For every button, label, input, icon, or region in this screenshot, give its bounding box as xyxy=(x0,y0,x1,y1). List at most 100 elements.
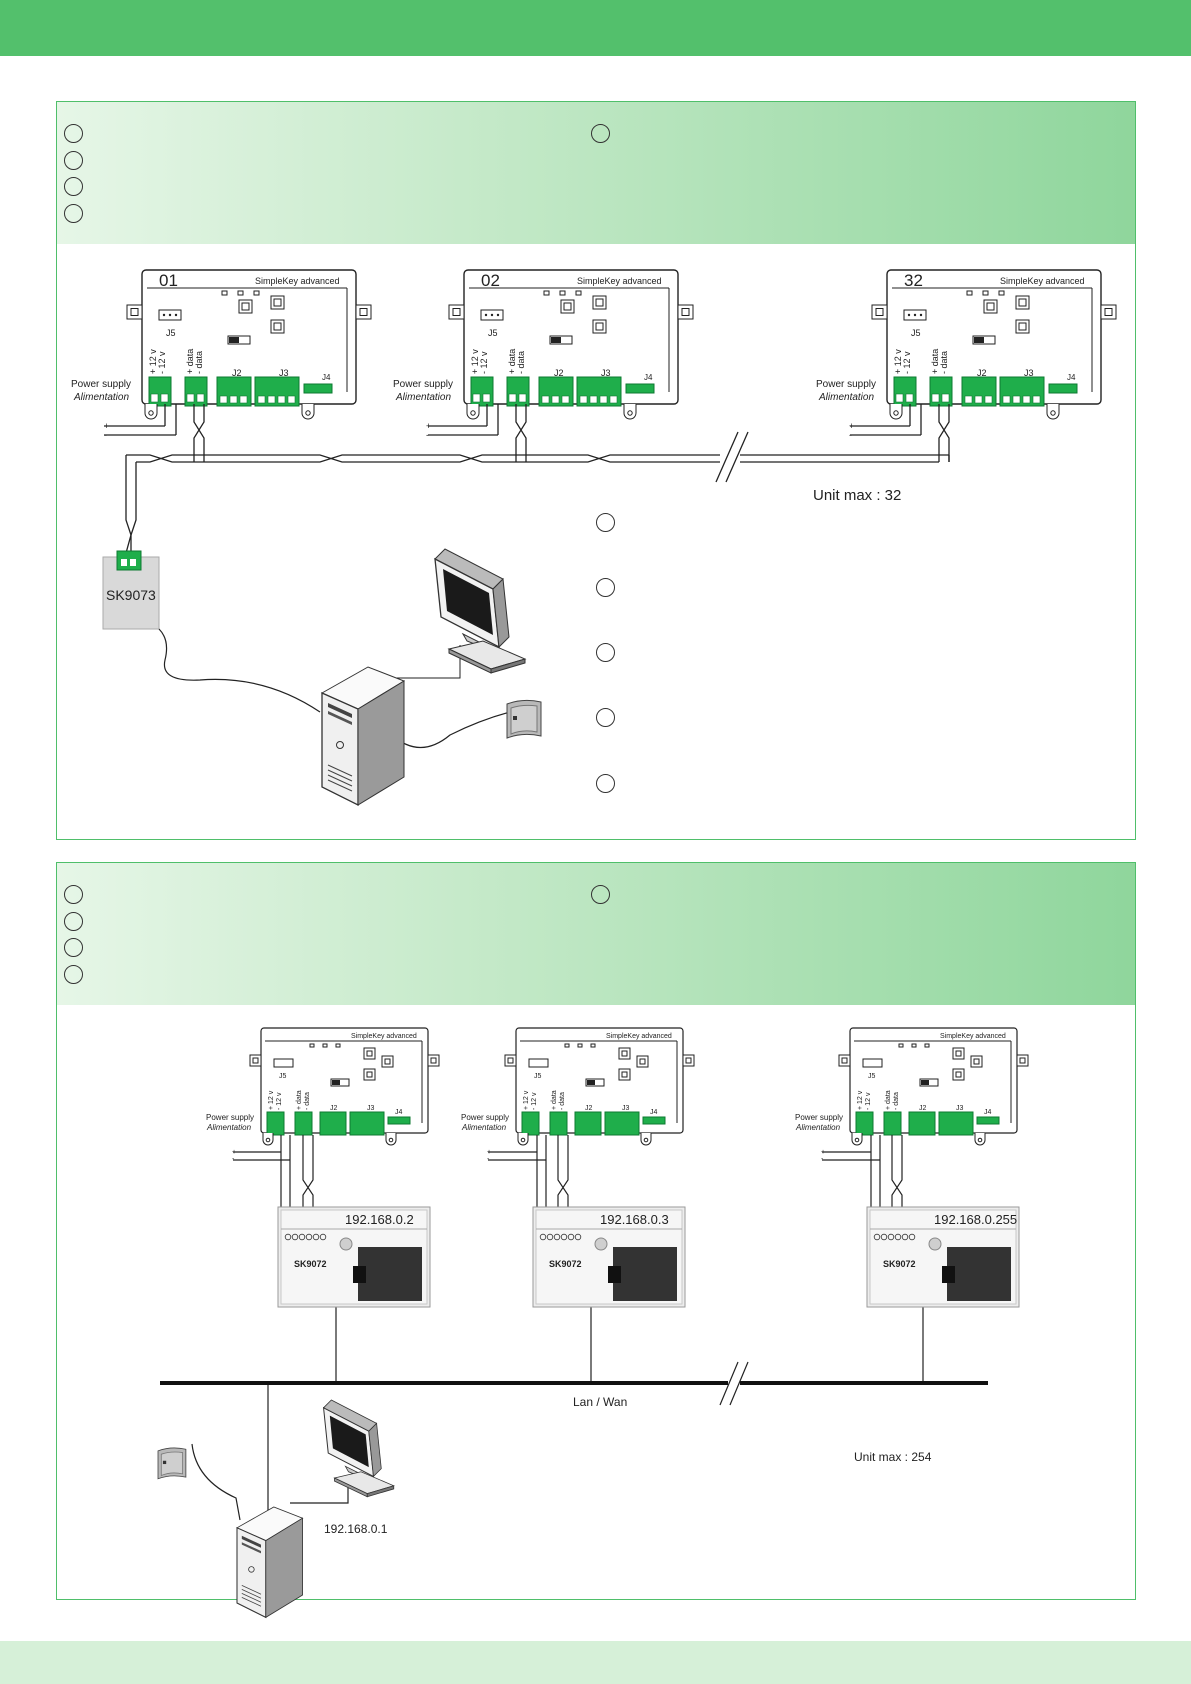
board-brand: SimpleKey advanced xyxy=(1000,276,1085,286)
alimentation-label: Alimentation xyxy=(818,392,874,403)
legend-circle xyxy=(64,965,83,984)
pc-ip-label: 192.168.0.1 xyxy=(324,1522,388,1536)
plus-12v-label: + 12 v xyxy=(148,349,158,374)
minus-data-label: - data xyxy=(893,1092,900,1110)
plus-12v-label: + 12 v xyxy=(470,349,480,374)
j5-label: J5 xyxy=(279,1073,287,1080)
j3-label: J3 xyxy=(279,368,289,378)
minus-data-label: - data xyxy=(516,351,526,374)
note-circle xyxy=(596,708,615,727)
j2-label: J2 xyxy=(330,1105,338,1112)
minus-12v-label: - 12 v xyxy=(902,351,912,374)
interface-label: SK9072 xyxy=(883,1259,916,1269)
minus-data-label: - data xyxy=(304,1092,311,1110)
j5-label: J5 xyxy=(868,1073,876,1080)
plus-12v-label: + 12 v xyxy=(893,349,903,374)
alimentation-label: Alimentation xyxy=(206,1123,252,1132)
legend-circle xyxy=(64,177,83,196)
alimentation-label: Alimentation xyxy=(795,1123,841,1132)
minus-12v-label: - 12 v xyxy=(276,1092,283,1110)
legend-circle xyxy=(591,124,610,143)
j3-label: J3 xyxy=(622,1105,630,1112)
note-circle xyxy=(596,513,615,532)
j4-label: J4 xyxy=(644,373,653,382)
j3-label: J3 xyxy=(956,1105,964,1112)
minus-data-label: - data xyxy=(559,1092,566,1110)
card-reader-icon xyxy=(157,1447,187,1480)
ip-address-label: 192.168.0.2 xyxy=(345,1212,414,1227)
note-circle xyxy=(596,578,615,597)
header-bar xyxy=(0,0,1191,56)
power-supply-label: Power supply xyxy=(71,379,131,390)
plus-data-label: + data xyxy=(930,349,940,374)
power-supply-label: Power supply xyxy=(393,379,453,390)
plus-12v-label: + 12 v xyxy=(523,1090,530,1110)
plus-data-label: + data xyxy=(551,1090,558,1110)
monitor-icon xyxy=(434,548,526,674)
plus-data-label: + data xyxy=(296,1090,303,1110)
j2-label: J2 xyxy=(554,368,564,378)
j2-label: J2 xyxy=(585,1105,593,1112)
board-brand: SimpleKey advanced xyxy=(577,276,662,286)
j5-label: J5 xyxy=(911,328,921,338)
j4-label: J4 xyxy=(650,1109,658,1116)
j5-label: J5 xyxy=(534,1073,542,1080)
converter-label: SK9073 xyxy=(106,587,156,603)
power-supply-label: Power supply xyxy=(795,1113,843,1122)
plus-data-label: + data xyxy=(507,349,517,374)
note-circle xyxy=(596,774,615,793)
legend-circle xyxy=(64,938,83,957)
minus-label: - xyxy=(426,430,429,440)
power-supply-label: Power supply xyxy=(206,1113,254,1122)
j2-label: J2 xyxy=(977,368,987,378)
ip-address-label: 192.168.0.255 xyxy=(934,1212,1017,1227)
legend-circle xyxy=(591,885,610,904)
legend-circle xyxy=(64,912,83,931)
note-circle xyxy=(596,643,615,662)
interface-label: SK9072 xyxy=(294,1259,327,1269)
power-supply-label: Power supply xyxy=(816,379,876,390)
panel-header xyxy=(57,102,1135,244)
alimentation-label: Alimentation xyxy=(461,1123,507,1132)
board-brand: SimpleKey advanced xyxy=(255,276,340,286)
alimentation-label: Alimentation xyxy=(73,392,129,403)
j4-label: J4 xyxy=(984,1109,992,1116)
alimentation-label: Alimentation xyxy=(395,392,451,403)
j5-label: J5 xyxy=(166,328,176,338)
unit-number: 01 xyxy=(159,271,178,290)
minus-12v-label: - 12 v xyxy=(157,351,167,374)
plus-data-label: + data xyxy=(185,349,195,374)
j4-label: J4 xyxy=(1067,373,1076,382)
minus-data-label: - data xyxy=(939,351,949,374)
j5-label: J5 xyxy=(488,328,498,338)
legend-circle xyxy=(64,151,83,170)
j3-label: J3 xyxy=(601,368,611,378)
interface-label: SK9072 xyxy=(549,1259,582,1269)
j4-label: J4 xyxy=(322,373,331,382)
monitor-icon xyxy=(323,1399,395,1498)
ip-address-label: 192.168.0.3 xyxy=(600,1212,669,1227)
j2-label: J2 xyxy=(919,1105,927,1112)
minus-12v-label: - 12 v xyxy=(865,1092,872,1110)
plus-data-label: + data xyxy=(885,1090,892,1110)
j3-label: J3 xyxy=(1024,368,1034,378)
network-label: Lan / Wan xyxy=(573,1395,627,1409)
unit-max-label: Unit max : 32 xyxy=(813,487,901,504)
footer-bar xyxy=(0,1641,1191,1684)
unit-number: 02 xyxy=(481,271,500,290)
minus-data-label: - data xyxy=(194,351,204,374)
legend-circle xyxy=(64,204,83,223)
board-brand: SimpleKey advanced xyxy=(606,1033,672,1040)
legend-circle xyxy=(64,124,83,143)
unit-max-label-2: Unit max : 254 xyxy=(854,1450,932,1464)
plus-12v-label: + 12 v xyxy=(857,1090,864,1110)
legend-circle xyxy=(64,885,83,904)
j2-label: J2 xyxy=(232,368,242,378)
